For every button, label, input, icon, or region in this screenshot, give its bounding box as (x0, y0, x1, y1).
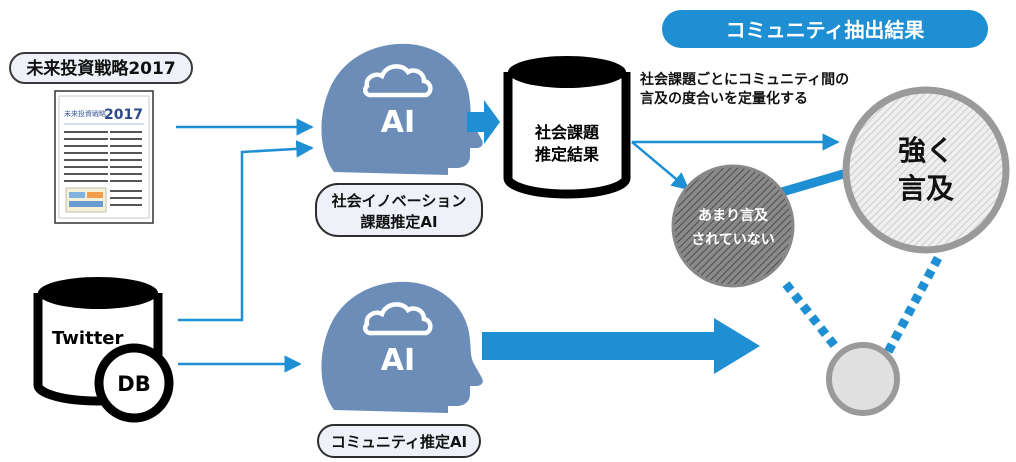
edge-weak-strong (780, 167, 852, 197)
edge-strong-small (884, 255, 942, 355)
result-db-line2: 推定結果 (535, 145, 599, 164)
result-db-line1: 社会課題 (534, 123, 600, 142)
arrow-twitter-to-ai-top (178, 140, 314, 322)
result-db-cylinder: 社会課題 推定結果 (503, 56, 631, 199)
ai-top-caption: 社会イノベーション 課題推定AI (315, 183, 483, 237)
result-arrows (631, 133, 840, 191)
edge-weak-small (782, 281, 842, 353)
document-thumbnail-figure (65, 187, 107, 213)
quantify-note: 社会課題ごとにコミュニティ間の 言及の度合いを定量化する (639, 71, 849, 107)
arrow-ai-bottom-to-communities (482, 318, 760, 374)
title-banner: コミュニティ抽出結果 (662, 10, 988, 48)
twitter-db-label: Twitter (52, 328, 124, 349)
ai-bottom-caption: コミュニティ推定AI (317, 424, 481, 458)
node-weak-mention: あまり言及 されていない (671, 164, 795, 288)
input-arrows (176, 118, 314, 373)
ai-head-bottom: AI (321, 281, 483, 413)
ai-top-icon-text: AI (381, 105, 415, 140)
twitter-db-cylinder: Twitter DB (33, 277, 174, 423)
document-label: 未来投資戦略2017 (9, 52, 193, 84)
node-strong-line2: 言及 (898, 172, 954, 205)
ai-top-caption-line1: 社会イノベーション (331, 192, 467, 210)
node-weak-line2: されていない (691, 232, 775, 248)
arrow-ai-top-to-result (467, 100, 500, 144)
document-label-text: 未来投資戦略2017 (25, 58, 175, 79)
ai-bottom-icon-text: AI (381, 343, 415, 378)
db-badge-text: DB (117, 372, 150, 396)
node-strong-line1: 強く (898, 134, 954, 167)
quantify-note-line2: 言及の度合いを定量化する (640, 90, 808, 107)
cloud-icon (362, 302, 433, 336)
node-small (826, 342, 900, 416)
cloud-icon (362, 64, 433, 98)
quantify-note-line1: 社会課題ごとにコミュニティ間の (639, 71, 849, 88)
document-thumbnail-title: 未来投資戦略 (64, 109, 106, 118)
title-banner-text: コミュニティ抽出結果 (726, 18, 925, 42)
document-thumbnail-text-lines (64, 131, 142, 206)
arrow-result-to-weak-node (631, 141, 690, 191)
document-thumbnail: 未来投資戦略 2017 (54, 90, 154, 224)
db-badge: DB (94, 343, 174, 423)
ai-bottom-caption-text: コミュニティ推定AI (331, 433, 467, 451)
ai-top-caption-line2: 課題推定AI (360, 213, 437, 231)
node-strong-mention: 強く 言及 (842, 86, 1010, 254)
document-thumbnail-year: 2017 (104, 107, 143, 123)
community-edges (780, 167, 942, 355)
node-weak-line1: あまり言及 (698, 207, 769, 224)
ai-head-top: AI (321, 43, 483, 175)
